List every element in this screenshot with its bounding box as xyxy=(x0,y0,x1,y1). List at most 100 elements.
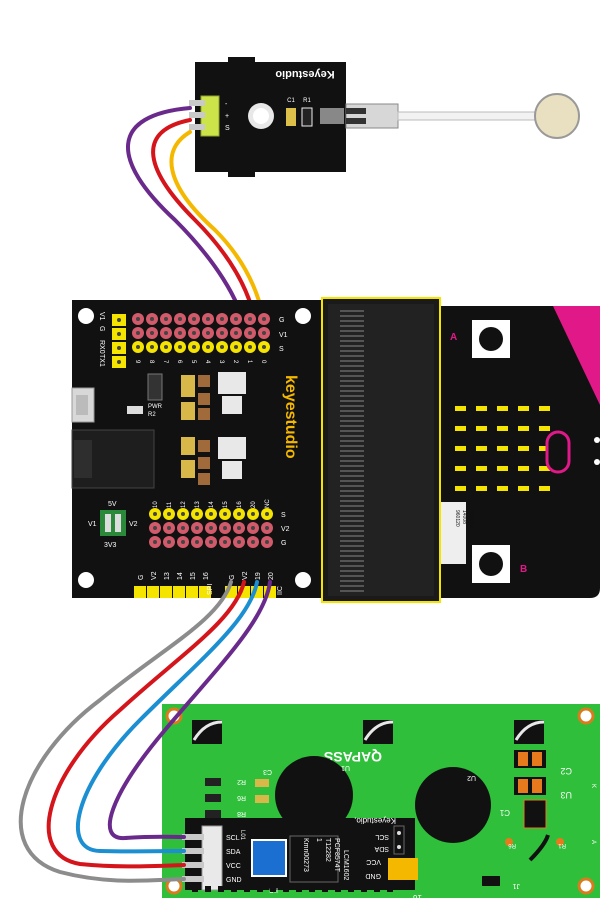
resistor xyxy=(198,440,210,452)
button-a-cap[interactable] xyxy=(479,327,503,351)
resistor-r6 xyxy=(205,810,221,818)
edge-pin xyxy=(340,465,364,467)
capacitor xyxy=(181,375,195,397)
button-b-cap[interactable] xyxy=(479,552,503,576)
right-pin-number: 10 xyxy=(153,501,159,508)
edge-pin xyxy=(340,455,364,457)
regulator-body xyxy=(222,396,242,414)
led xyxy=(518,486,529,491)
sensor-pin-label-plus: + xyxy=(225,113,229,120)
led xyxy=(518,466,529,471)
bottom-header-pin xyxy=(160,586,172,598)
wire-blue-sda xyxy=(76,580,259,854)
jumper-pad-j3 xyxy=(505,838,513,846)
microbit-corner-accent xyxy=(553,306,600,405)
left-header-pin-hole xyxy=(117,332,121,336)
top-pin-number: 1 xyxy=(246,360,252,364)
edge-pin xyxy=(340,315,364,317)
resistor xyxy=(198,457,210,469)
lcd-mounting-hole xyxy=(577,707,595,725)
header-pin-hole xyxy=(150,331,154,335)
lcd-a: A xyxy=(590,840,596,844)
led xyxy=(539,466,550,471)
header-pin-hole xyxy=(209,512,213,516)
header-pin-hole xyxy=(223,512,227,516)
lcd-bottom-pin xyxy=(322,886,328,892)
lcd-mounting-hole xyxy=(577,877,595,895)
led xyxy=(539,426,550,431)
capacitor-c3 xyxy=(255,795,269,803)
pin-label-sda: SDA xyxy=(226,849,241,856)
header-pin-hole xyxy=(209,526,213,530)
power-select-jumper[interactable] xyxy=(100,510,126,536)
edge-pin xyxy=(340,415,364,417)
header-pin-hole xyxy=(220,331,224,335)
header-pin-hole xyxy=(153,526,157,530)
led xyxy=(497,426,508,431)
edge-pin xyxy=(340,420,364,422)
capacitor-c3 xyxy=(255,779,269,787)
edge-pin xyxy=(340,550,364,552)
header-pin-hole xyxy=(136,331,140,335)
regulator-body xyxy=(222,461,242,479)
right-row-label-v2: V2 xyxy=(281,526,290,533)
lcd-c1: U3 xyxy=(560,790,572,800)
left-pin-label: RX0 xyxy=(98,340,105,354)
resistor-r2 xyxy=(205,794,221,802)
contrast-potentiometer[interactable] xyxy=(251,839,287,877)
i2c-pin xyxy=(182,848,204,854)
lcd-bottom-pin xyxy=(361,886,367,892)
capacitor-c1-pad xyxy=(532,779,542,793)
wire-purple-gnd xyxy=(126,106,247,332)
backlight-jumper[interactable] xyxy=(388,858,418,880)
header-pin-hole xyxy=(167,526,171,530)
header-pin-hole xyxy=(167,540,171,544)
chip-text-1: PCF8574T xyxy=(333,838,340,873)
button-b-label: B xyxy=(520,564,527,575)
right-pin-number: 20 xyxy=(251,501,257,508)
header-pin-hole xyxy=(220,317,224,321)
left-header-pin-hole xyxy=(117,318,121,322)
header-pin-hole xyxy=(178,345,182,349)
header-pin-hole xyxy=(136,345,140,349)
header-pin-hole xyxy=(178,331,182,335)
mounting-hole xyxy=(295,572,311,588)
iic-pin-label: G xyxy=(229,575,236,580)
edge-pin xyxy=(340,325,364,327)
header-pin-hole xyxy=(206,345,210,349)
header-pin-hole xyxy=(195,540,199,544)
right-pin-number: 14 xyxy=(209,501,215,508)
regulator-tab xyxy=(218,372,246,394)
edge-pin xyxy=(340,400,364,402)
jumper-label-v1: V1 xyxy=(88,521,97,528)
edge-pin xyxy=(340,320,364,322)
top-pin-number: 8 xyxy=(148,360,154,364)
lcd-c3: C3 xyxy=(263,768,272,775)
sticker-line-2: 14008 xyxy=(461,510,467,524)
bottom-pin-label: 16 xyxy=(203,572,210,580)
top-row-label-g: G xyxy=(279,317,284,324)
edge-pin xyxy=(340,355,364,357)
power-led xyxy=(127,406,143,414)
edge-pin xyxy=(340,470,364,472)
top-pin-number: 9 xyxy=(134,360,140,364)
edge-pin xyxy=(340,340,364,342)
led xyxy=(455,426,466,431)
edge-pin xyxy=(340,360,364,362)
right-pin-number: 15 xyxy=(223,501,229,508)
pad-indicator xyxy=(594,459,600,465)
edge-pin xyxy=(340,560,364,562)
wire-purple-scl xyxy=(107,580,272,841)
lcd-r6: R8 xyxy=(237,810,246,817)
sensor-component-c1: C1 xyxy=(287,98,295,104)
regulator-tab xyxy=(218,437,246,459)
left-pin-label: TX1 xyxy=(98,354,105,367)
capacitor xyxy=(181,437,195,455)
i2c-pin xyxy=(182,834,204,840)
header-pin-hole xyxy=(164,331,168,335)
resistor-r1 xyxy=(301,107,313,127)
edge-pin xyxy=(340,585,364,587)
header-pin-hole xyxy=(195,526,199,530)
header-pin-hole xyxy=(181,526,185,530)
